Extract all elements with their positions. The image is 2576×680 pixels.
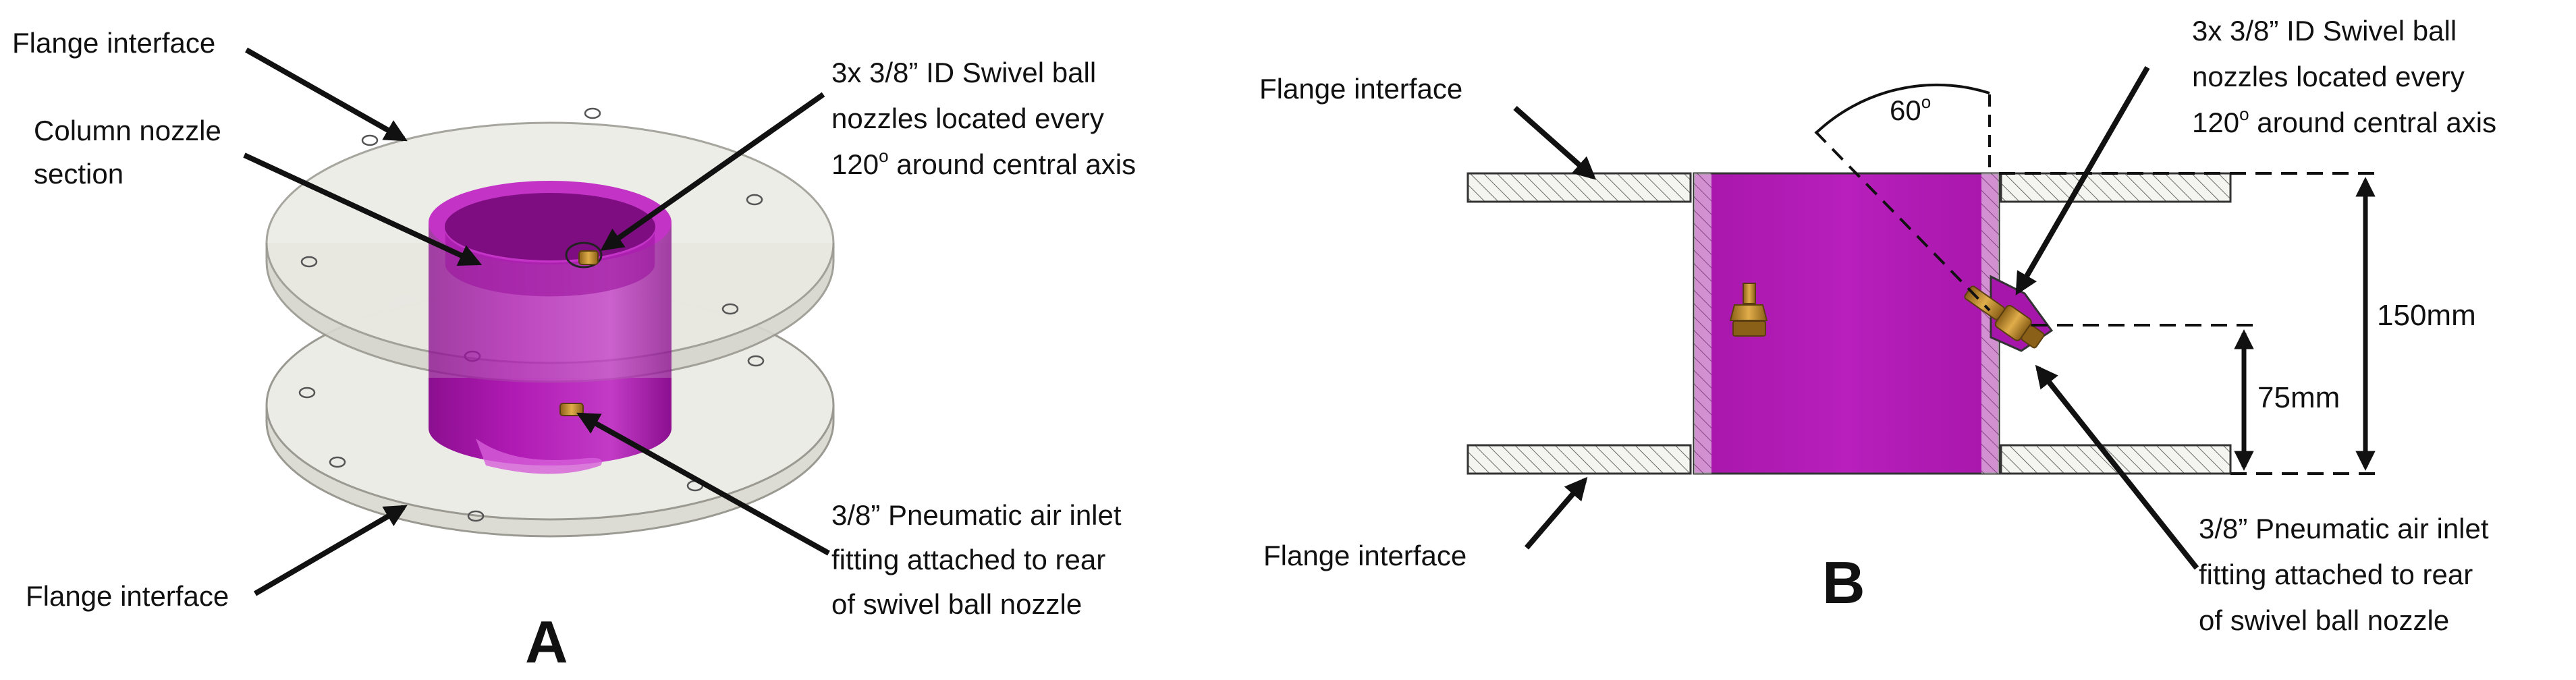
arrow-b-inlet [2035,364,2199,570]
arrow-a-inlet [576,412,830,556]
angle-label: 60o [1890,92,1931,126]
arrow-b-nozzle [2015,65,2150,295]
panel-a: Flange interface Column nozzle section 3… [12,27,1136,675]
label-a-nozzle-3: 120o around central axis [831,146,1136,180]
label-b-nozzle-2: nozzles located every [2192,61,2465,92]
label-a-column-2: section [34,158,124,190]
arrow-a-flange-bottom [253,505,408,596]
label-b-inlet-3: of swivel ball nozzle [2199,604,2449,636]
dim-label-150: 150mm [2377,299,2476,332]
arrow-a-nozzle [600,92,825,251]
flange-top-left [1467,172,1692,203]
label-b-flange-bottom: Flange interface [1263,540,1467,571]
label-b-nozzle-3: 120o around central axis [2192,104,2496,138]
panel-b-label: B [1822,549,1865,616]
label-a-inlet-1: 3/8” Pneumatic air inlet [831,499,1122,531]
arrow-b-flange-top [1513,106,1597,180]
panel-b: 60o 150mm 75mm Flange interface Flange i… [1259,15,2496,636]
flange-top-right [2000,172,2232,203]
arrow-b-flange-bottom [1524,476,1588,550]
nozzle-fitting-b-right [1964,275,2054,352]
flange-bottom-left [1467,444,1692,475]
column-wall-left [1694,173,1711,474]
label-b-nozzle-1: 3x 3/8” ID Swivel ball [2192,15,2457,47]
label-b-inlet-2: fitting attached to rear [2199,559,2473,590]
label-b-inlet-1: 3/8” Pneumatic air inlet [2199,513,2489,544]
label-a-nozzle-1: 3x 3/8” ID Swivel ball [831,57,1096,88]
angle-arc [1814,83,1990,135]
dim-label-75: 75mm [2257,381,2340,414]
label-a-flange-bottom: Flange interface [26,580,229,612]
arrow-a-column [243,152,483,266]
label-a-inlet-3: of swivel ball nozzle [831,588,1082,620]
column-upper [429,181,672,415]
angle-diagonal-line [1814,130,1991,312]
label-b-flange-top: Flange interface [1259,73,1462,105]
inlet-fitting-a [559,403,584,416]
panel-a-label: A [525,608,568,675]
label-a-column-1: Column nozzle [34,115,221,146]
nozzle-fitting-b-left [1729,283,1768,337]
nozzle-fitting-a-top [565,242,603,268]
arrow-a-flange-top [245,47,408,142]
label-a-nozzle-2: nozzles located every [831,103,1104,134]
label-a-flange-top: Flange interface [12,27,215,59]
label-a-inlet-2: fitting attached to rear [831,544,1105,575]
